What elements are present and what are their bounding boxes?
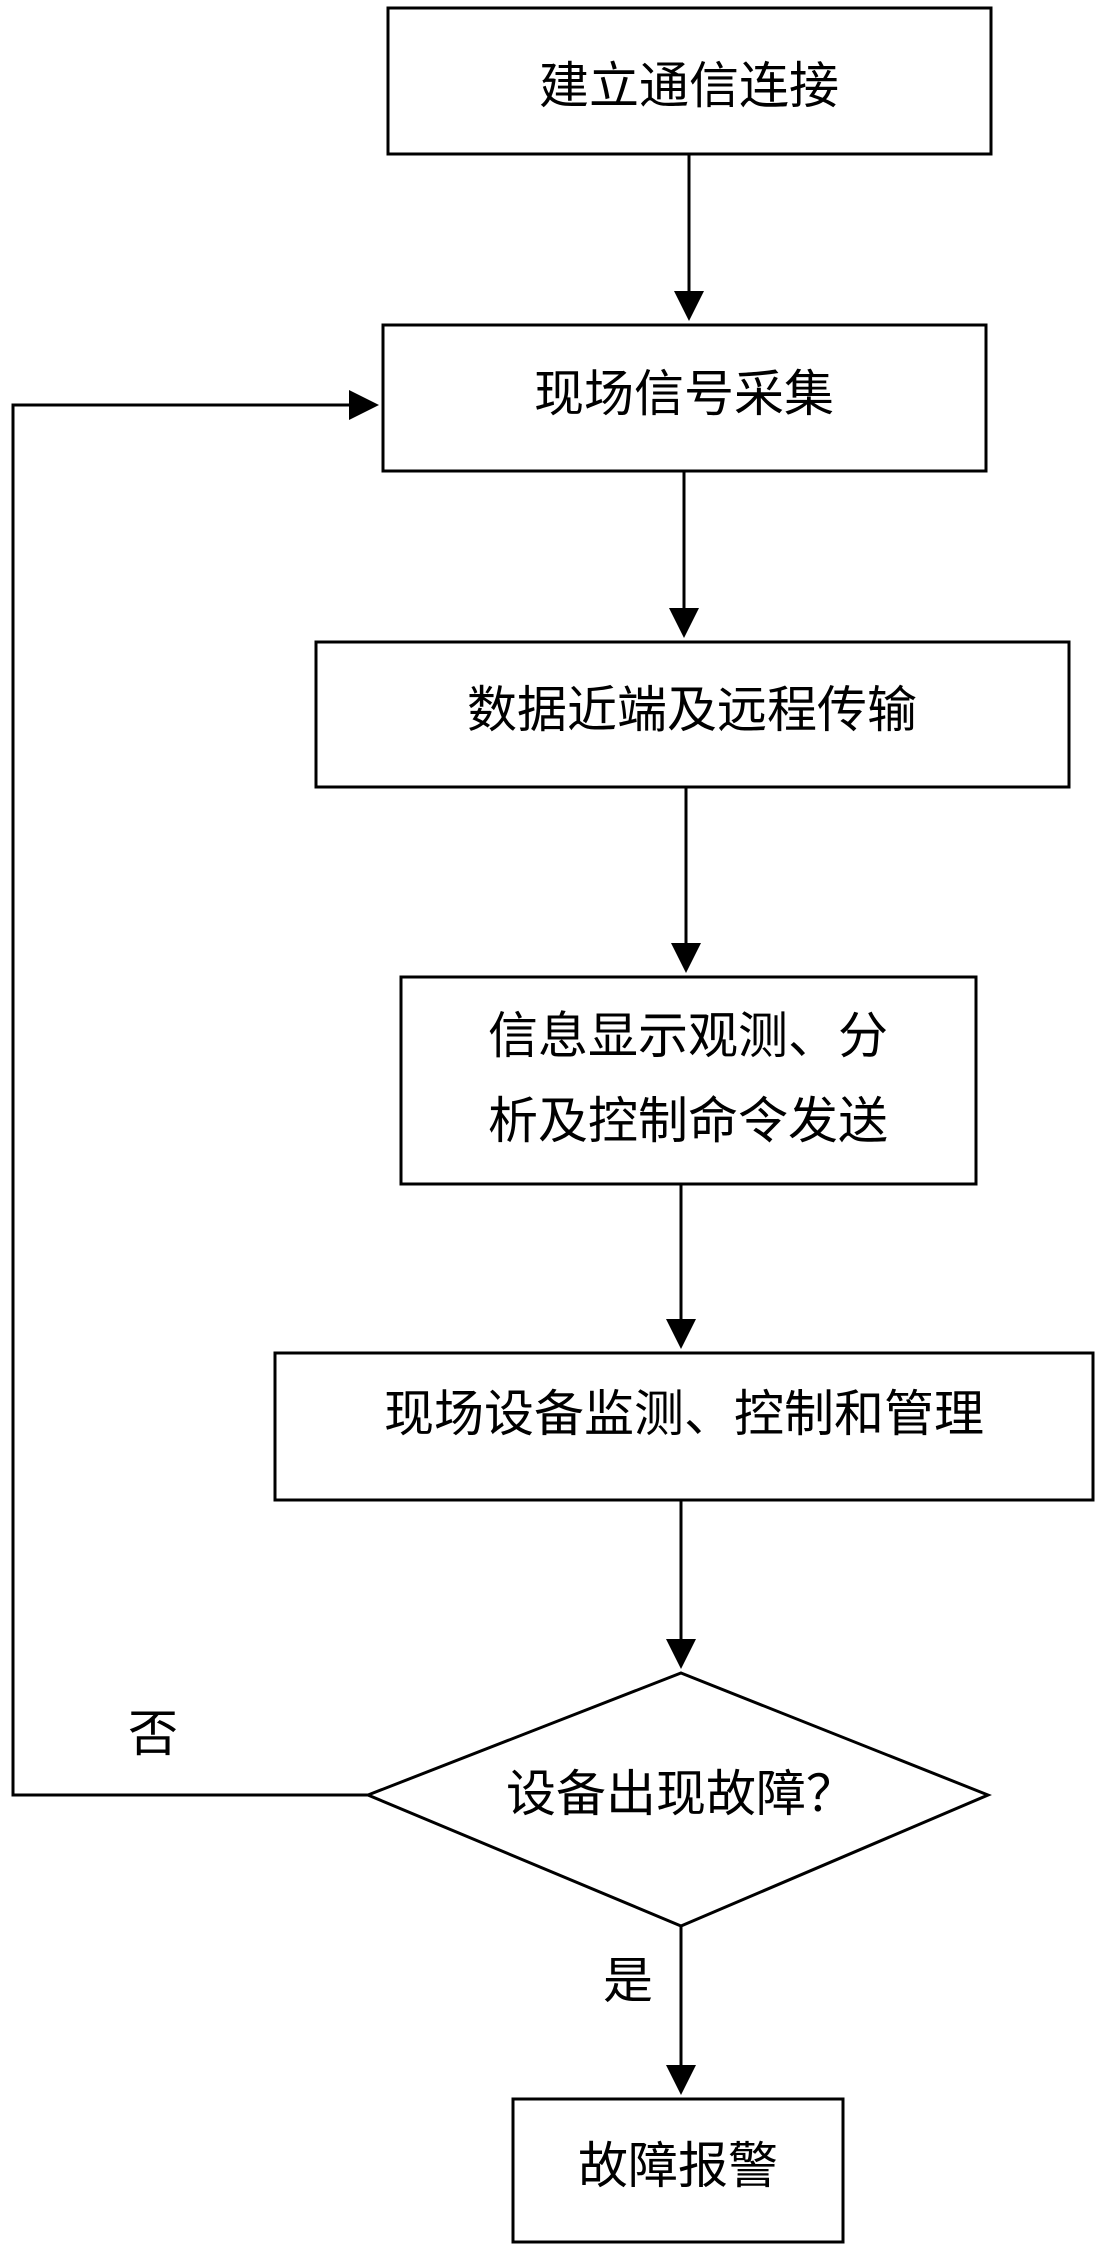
node-label: 建立通信连接 bbox=[539, 57, 839, 115]
node-data-transmission: 数据近端及远程传输 bbox=[314, 640, 1071, 789]
node-info-display-analysis: 信息显示观测、分 析及控制命令发送 bbox=[399, 975, 978, 1186]
node-label: 故障报警 bbox=[578, 2137, 778, 2195]
node-label: 数据近端及远程传输 bbox=[467, 681, 917, 739]
node-label: 现场设备监测、控制和管理 bbox=[384, 1385, 984, 1443]
node-field-signal-collection: 现场信号采集 bbox=[381, 323, 988, 473]
node-label-line-2: 析及控制命令发送 bbox=[488, 1092, 888, 1150]
decision-label: 设备出现故障？ bbox=[506, 1765, 856, 1823]
node-equipment-monitoring: 现场设备监测、控制和管理 bbox=[273, 1351, 1095, 1502]
node-decision-fault: 设备出现故障？ bbox=[363, 1671, 992, 1928]
node-establish-communication: 建立通信连接 bbox=[386, 6, 993, 156]
node-label: 现场信号采集 bbox=[534, 365, 834, 423]
arrow-no-loop-back bbox=[11, 390, 379, 1797]
node-fault-alarm: 故障报警 bbox=[511, 2097, 845, 2244]
edge-label-no: 否 bbox=[128, 1705, 178, 1763]
edge-label-yes: 是 bbox=[603, 1952, 653, 2010]
node-label-line-1: 信息显示观测、分 bbox=[488, 1007, 888, 1065]
